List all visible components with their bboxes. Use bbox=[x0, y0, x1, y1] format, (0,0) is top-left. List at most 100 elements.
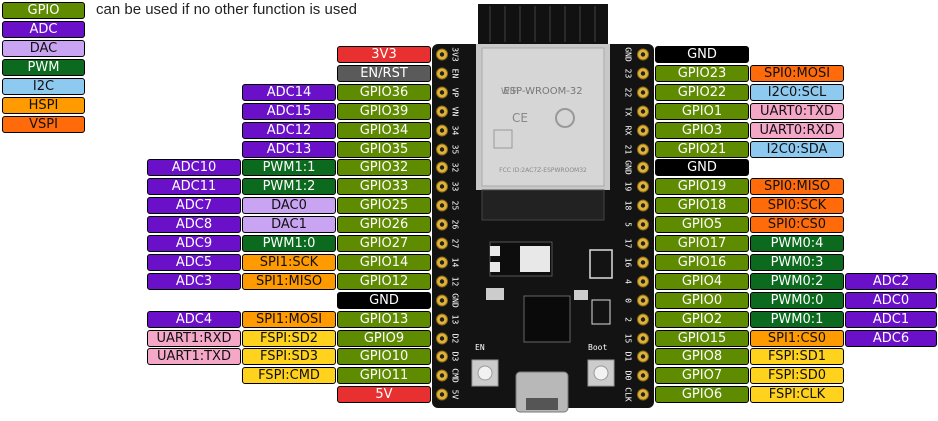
right-func-i2c0-scl: I2C0:SCL bbox=[750, 84, 844, 101]
right-silk-label: 19 bbox=[624, 182, 633, 192]
left-pin-gnd: GND bbox=[337, 292, 431, 309]
left-silk-label: 35 bbox=[451, 145, 460, 155]
left-pin-gpio36: GPIO36 bbox=[337, 84, 431, 101]
en-button-label: EN bbox=[475, 343, 485, 352]
right-func-adc0: ADC0 bbox=[845, 292, 937, 309]
right-pin-gpio21: GPIO21 bbox=[655, 141, 749, 158]
wifi-logo: WiFi bbox=[501, 87, 519, 97]
right-pin-gpio5: GPIO5 bbox=[655, 216, 749, 233]
left-func-spi1-miso: SPI1:MISO bbox=[242, 273, 336, 290]
right-func-pwm0-4: PWM0:4 bbox=[750, 235, 844, 252]
right-func-spi0-cs0: SPI0:CS0 bbox=[750, 216, 844, 233]
left-pin-gpio33: GPIO33 bbox=[337, 178, 431, 195]
right-pin-gpio16: GPIO16 bbox=[655, 254, 749, 271]
right-silk-label: RX bbox=[624, 126, 633, 136]
left-pin-gpio13: GPIO13 bbox=[337, 311, 431, 328]
right-func-spi1-cs0: SPI1:CS0 bbox=[750, 330, 844, 347]
right-func-i2c0-sda: I2C0:SDA bbox=[750, 141, 844, 158]
left-func-pwm1-1: PWM1:1 bbox=[242, 159, 336, 176]
left-pin-5v: 5V bbox=[337, 386, 431, 403]
right-func-pwm0-1: PWM0:1 bbox=[750, 311, 844, 328]
right-pin-gpio0: GPIO0 bbox=[655, 292, 749, 309]
right-func-spi0-sck: SPI0:SCK bbox=[750, 197, 844, 214]
left-silk-label: 32 bbox=[451, 163, 460, 173]
right-silk-label: 0 bbox=[624, 298, 633, 303]
right-silk-label: GND bbox=[624, 47, 633, 62]
left-func-uart1-rxd: UART1:RXD bbox=[147, 330, 241, 347]
left-func-fspi-sd3: FSPI:SD3 bbox=[242, 348, 336, 365]
right-pin-gnd: GND bbox=[655, 159, 749, 176]
left-func-adc3: ADC3 bbox=[147, 273, 241, 290]
right-silk-label: D0 bbox=[624, 371, 633, 381]
right-silk-label: 15 bbox=[624, 334, 633, 344]
right-silk-label: TX bbox=[624, 107, 633, 117]
left-silk-label: 12 bbox=[451, 277, 460, 287]
left-func-dac0: DAC0 bbox=[242, 197, 336, 214]
right-func-fspi-sd1: FSPI:SD1 bbox=[750, 348, 844, 365]
left-silk-label: D2 bbox=[451, 334, 460, 344]
left-pin-gpio14: GPIO14 bbox=[337, 254, 431, 271]
left-func-adc15: ADC15 bbox=[242, 103, 336, 120]
antenna-area bbox=[478, 4, 608, 44]
right-func-uart0-rxd: UART0:RXD bbox=[750, 122, 844, 139]
left-silk-label: GND bbox=[451, 293, 460, 308]
right-func-adc2: ADC2 bbox=[845, 273, 937, 290]
left-func-adc10: ADC10 bbox=[147, 159, 241, 176]
left-silk-label: 14 bbox=[451, 258, 460, 268]
left-func-adc9: ADC9 bbox=[147, 235, 241, 252]
right-silk-label: 23 bbox=[624, 69, 633, 79]
right-func-fspi-sd0: FSPI:SD0 bbox=[750, 367, 844, 384]
right-func-spi0-miso: SPI0:MISO bbox=[750, 178, 844, 195]
right-func-uart0-txd: UART0:TXD bbox=[750, 103, 844, 120]
left-silk-label: D3 bbox=[451, 352, 460, 362]
left-silk-label: 27 bbox=[451, 239, 460, 249]
right-pin-gpio4: GPIO4 bbox=[655, 273, 749, 290]
right-pin-gpio18: GPIO18 bbox=[655, 197, 749, 214]
left-pin-gpio34: GPIO34 bbox=[337, 122, 431, 139]
left-silk-label: 3V3 bbox=[451, 47, 460, 62]
left-silk-label: CMD bbox=[451, 368, 460, 383]
right-func-spi0-mosi: SPI0:MOSI bbox=[750, 65, 844, 82]
left-silk-label: 34 bbox=[451, 126, 460, 136]
right-pin-gpio7: GPIO7 bbox=[655, 367, 749, 384]
left-silk-label: 5V bbox=[451, 390, 460, 400]
left-pin-en-rst: EN/RST bbox=[337, 65, 431, 82]
left-func-uart1-txd: UART1:TXD bbox=[147, 348, 241, 365]
left-silk-label: 33 bbox=[451, 182, 460, 192]
left-func-fspi-sd2: FSPI:SD2 bbox=[242, 330, 336, 347]
left-pin-3v3: 3V3 bbox=[337, 46, 431, 63]
left-pin-gpio10: GPIO10 bbox=[337, 348, 431, 365]
right-silk-label: 16 bbox=[624, 258, 633, 268]
left-func-fspi-cmd: FSPI:CMD bbox=[242, 367, 336, 384]
left-pin-gpio26: GPIO26 bbox=[337, 216, 431, 233]
right-pin-gpio1: GPIO1 bbox=[655, 103, 749, 120]
left-func-adc14: ADC14 bbox=[242, 84, 336, 101]
left-func-adc12: ADC12 bbox=[242, 122, 336, 139]
left-func-spi1-sck: SPI1:SCK bbox=[242, 254, 336, 271]
right-silk-label: 21 bbox=[624, 145, 633, 155]
left-pin-gpio27: GPIO27 bbox=[337, 235, 431, 252]
right-pin-gnd: GND bbox=[655, 46, 749, 63]
left-func-adc4: ADC4 bbox=[147, 311, 241, 328]
right-silk-label: D1 bbox=[624, 352, 633, 362]
right-pin-gpio17: GPIO17 bbox=[655, 235, 749, 252]
right-silk-label: 22 bbox=[624, 88, 633, 98]
right-silk-label: 5 bbox=[624, 222, 633, 227]
right-func-pwm0-3: PWM0:3 bbox=[750, 254, 844, 271]
right-pin-gpio22: GPIO22 bbox=[655, 84, 749, 101]
right-pin-gpio2: GPIO2 bbox=[655, 311, 749, 328]
left-silk-label: EN bbox=[451, 69, 460, 79]
right-pin-gpio15: GPIO15 bbox=[655, 330, 749, 347]
left-silk-label: VP bbox=[451, 88, 460, 98]
boot-button-label: Boot bbox=[588, 343, 607, 352]
left-func-spi1-mosi: SPI1:MOSI bbox=[242, 311, 336, 328]
left-func-adc5: ADC5 bbox=[147, 254, 241, 271]
left-pin-gpio39: GPIO39 bbox=[337, 103, 431, 120]
left-func-adc8: ADC8 bbox=[147, 216, 241, 233]
right-func-adc6: ADC6 bbox=[845, 330, 937, 347]
right-silk-label: 18 bbox=[624, 201, 633, 211]
right-silk-label: 17 bbox=[624, 239, 633, 249]
right-pin-gpio3: GPIO3 bbox=[655, 122, 749, 139]
right-pin-gpio8: GPIO8 bbox=[655, 348, 749, 365]
fcc-id-text: FCC ID:2AC7Z-ESPWROOM32 bbox=[499, 167, 587, 174]
